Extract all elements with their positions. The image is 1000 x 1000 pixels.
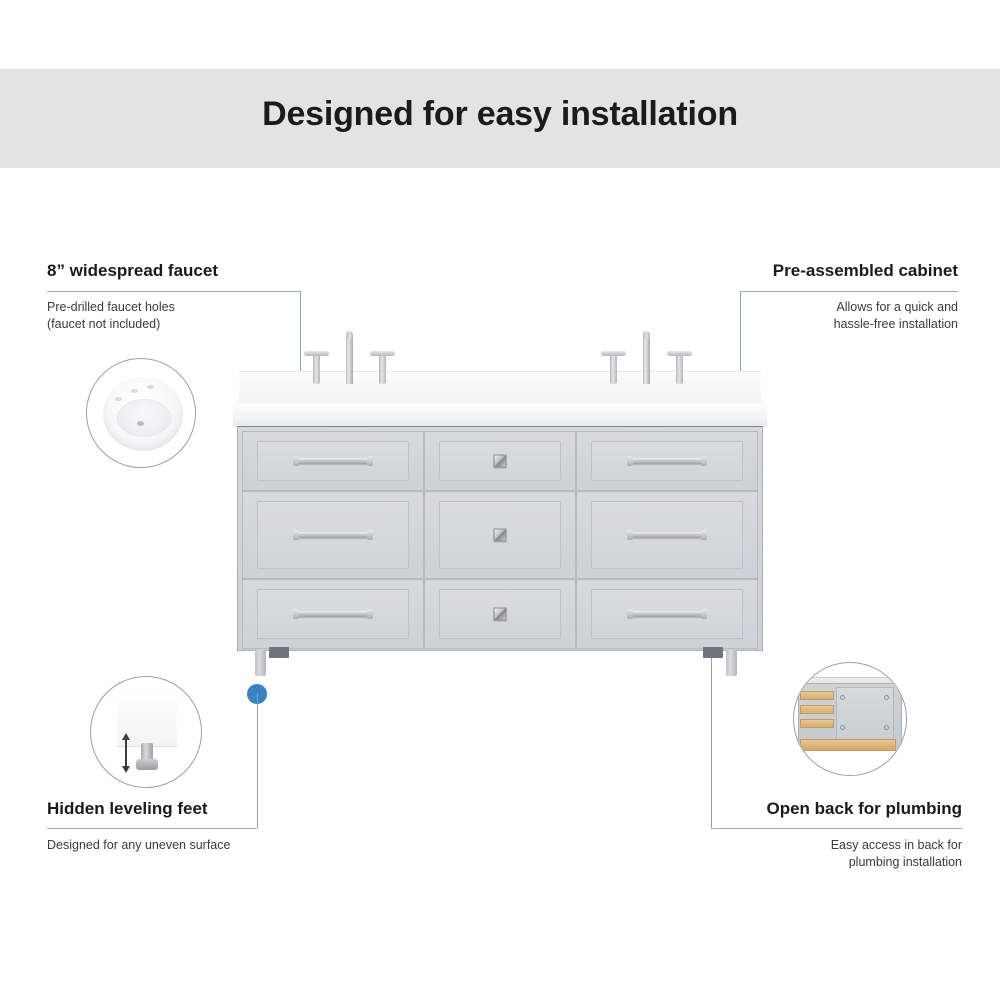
countertop-surface	[233, 403, 767, 455]
up-down-arrow-icon	[122, 733, 129, 773]
square-knob-icon[interactable]	[493, 607, 507, 621]
open-back-inset-image	[793, 662, 907, 776]
vanity-product-image	[233, 331, 767, 676]
countertop-backsplash	[239, 371, 761, 409]
cabinet-leg-left	[255, 650, 266, 676]
cabinet-body	[237, 426, 763, 651]
callout-title-hidden-leveling-feet: Hidden leveling feet	[47, 799, 208, 818]
table-row[interactable]	[424, 491, 576, 579]
hinge-icon	[884, 695, 889, 700]
leg-bracket-right	[703, 647, 723, 658]
callout-rule-bottom-left	[47, 828, 257, 829]
drawer-box-shape	[800, 691, 834, 700]
hinge-icon	[840, 725, 845, 730]
square-knob-icon[interactable]	[493, 454, 507, 468]
leveling-foot-inset-image	[90, 676, 202, 788]
callout-body-pre-assembled-cabinet: Allows for a quick and hassle-free insta…	[833, 300, 958, 331]
leg-bracket-left	[269, 647, 289, 658]
faucet-hole-icon	[147, 385, 154, 389]
callout-title-open-back-plumbing: Open back for plumbing	[766, 799, 962, 818]
faucet-left	[290, 331, 410, 396]
table-row[interactable]	[424, 579, 576, 649]
bar-pull-handle-icon[interactable]	[627, 609, 707, 619]
table-row[interactable]	[242, 431, 424, 491]
callout-body-widespread-faucet: Pre-drilled faucet holes (faucet not inc…	[47, 300, 175, 331]
table-row[interactable]	[576, 491, 758, 579]
table-row[interactable]	[576, 431, 758, 491]
bar-pull-handle-icon[interactable]	[627, 530, 707, 540]
cabinet-door-shape	[836, 687, 894, 741]
faucet-handle-icon	[370, 351, 395, 384]
faucet-handle-icon	[667, 351, 692, 384]
sink-drain-icon	[137, 421, 144, 426]
bar-pull-handle-icon[interactable]	[627, 456, 707, 466]
callout-rule-bottom-right	[711, 828, 962, 829]
callout-title-widespread-faucet: 8” widespread faucet	[47, 261, 219, 280]
connector-line-bottom-right	[711, 622, 712, 828]
hinge-icon	[840, 695, 845, 700]
faucet-spout-icon	[346, 331, 353, 384]
bar-pull-handle-icon[interactable]	[293, 530, 373, 540]
callout-rule-top-right	[740, 291, 958, 292]
callout-title-pre-assembled-cabinet: Pre-assembled cabinet	[772, 261, 958, 280]
hinge-icon	[884, 725, 889, 730]
leveling-foot-shape	[136, 743, 158, 770]
sink-bowl-shape	[117, 399, 171, 437]
connector-line-top-left	[300, 291, 301, 392]
drawer-box-shape	[800, 719, 834, 728]
callout-body-hidden-leveling-feet: Designed for any uneven surface	[47, 838, 231, 852]
header-band: Designed for easy installation	[0, 68, 1000, 168]
drawer-box-shape	[800, 705, 834, 714]
callout-rule-top-left	[47, 291, 301, 292]
cabinet-leg-right	[726, 650, 737, 676]
connector-line-bottom-left	[257, 694, 258, 828]
faucet-handle-icon	[304, 351, 329, 384]
table-row[interactable]	[242, 579, 424, 649]
square-knob-icon[interactable]	[493, 528, 507, 542]
sink-holes-inset-image	[86, 358, 196, 468]
bar-pull-handle-icon[interactable]	[293, 456, 373, 466]
drawer-face-inset	[439, 501, 561, 569]
table-row[interactable]	[242, 491, 424, 579]
cabinet-open-back-bottom-shape	[800, 739, 896, 751]
faucet-hole-icon	[131, 389, 138, 393]
page-title: Designed for easy installation	[262, 95, 738, 133]
table-row[interactable]	[424, 431, 576, 491]
table-row[interactable]	[576, 579, 758, 649]
faucet-spout-icon	[643, 331, 650, 384]
callout-body-open-back-plumbing: Easy access in back for plumbing install…	[830, 838, 962, 869]
bar-pull-handle-icon[interactable]	[293, 609, 373, 619]
faucet-hole-icon	[115, 397, 122, 401]
faucet-right	[587, 331, 707, 396]
faucet-handle-icon	[601, 351, 626, 384]
